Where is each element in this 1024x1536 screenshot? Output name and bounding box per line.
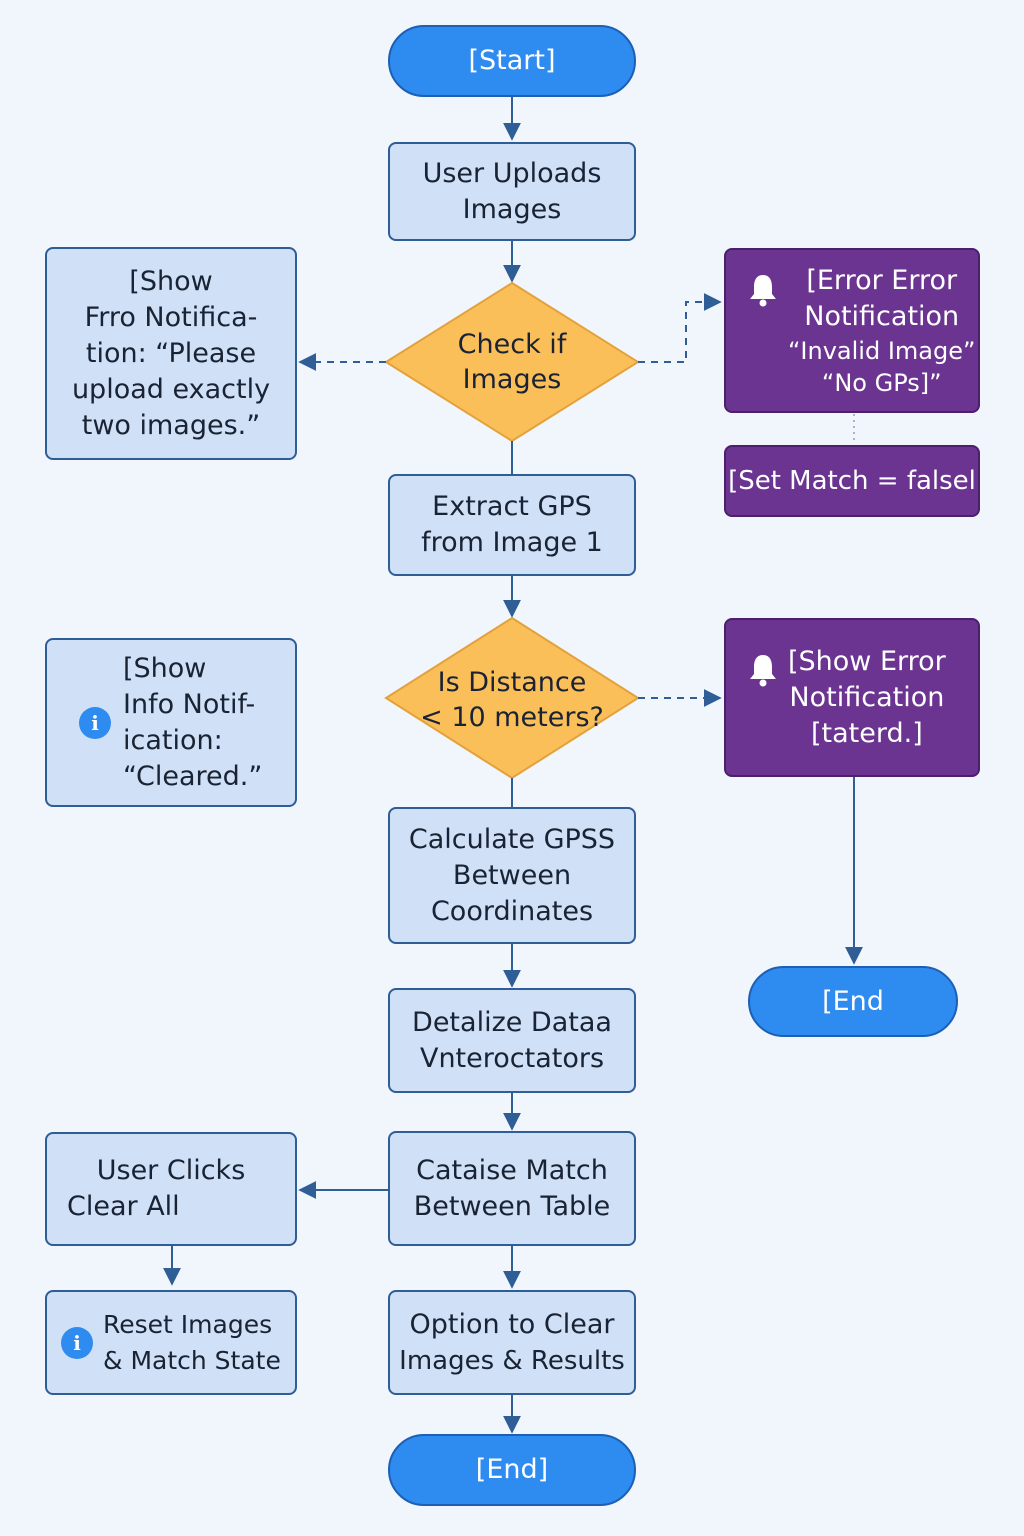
show-error-right-line-1: [Show Error <box>788 645 946 677</box>
end-right-label: [End <box>822 985 884 1017</box>
dashed-check-right <box>638 293 722 363</box>
end-right-terminal: [End <box>748 966 958 1037</box>
info-line-2: Info Notif- <box>123 688 256 720</box>
show-info-notification-box: i [Show Info Notif- ication: “Cleared.” <box>45 638 297 807</box>
distance-line-1: Is Distance <box>437 667 587 698</box>
cataise-line-2: Between Table <box>413 1190 611 1222</box>
upload-line-1: User Uploads <box>422 157 602 189</box>
extract-gps-box: Extract GPS from Image 1 <box>388 474 636 576</box>
calculate-line-1: Calculate GPSS <box>408 823 616 855</box>
bell-icon <box>750 655 776 687</box>
reset-line-1: Reset Images <box>103 1309 273 1339</box>
show-error-right-text: [Show Error Notification [taterd.] <box>788 644 946 752</box>
calculate-line-2: Between <box>452 859 572 891</box>
error-line-1: [Error Error <box>806 264 958 296</box>
bell-icon <box>750 275 776 307</box>
calculate-gpss-box: Calculate GPSS Between Coordinates <box>388 807 636 944</box>
option-line-1: Option to Clear <box>409 1308 615 1340</box>
info-line-4: “Cleared.” <box>123 760 263 792</box>
option-line-2: Images & Results <box>399 1345 625 1376</box>
info-line-3: ication: <box>123 724 223 756</box>
detalize-data-box: Detalize Dataa Vnteroctators <box>388 988 636 1093</box>
set-match-false-box: [Set Match = falsel <box>724 445 980 517</box>
show-error-line-1: [Show <box>129 265 213 297</box>
extract-line-1: Extract GPS <box>432 491 592 522</box>
user-clicks-line-2: Clear All <box>67 1191 180 1222</box>
calculate-line-3: Coordinates <box>430 895 594 927</box>
start-terminal: [Start] <box>388 25 636 97</box>
detalize-line-1: Detalize Dataa <box>412 1006 612 1038</box>
extract-line-2: from Image 1 <box>421 527 603 558</box>
distance-line-2: < 10 meters? <box>420 702 604 733</box>
cataise-line-1: Cataise Match <box>416 1154 608 1186</box>
show-error-right-line-3: [taterd.] <box>811 717 923 749</box>
error-notification-text: [Error Error Notification “Invalid Image… <box>788 263 975 399</box>
cataise-match-box: Cataise Match Between Table <box>388 1131 636 1246</box>
end-bottom-terminal: [End] <box>388 1434 636 1506</box>
start-label: [Start] <box>468 45 556 76</box>
show-error-right-line-2: Notification <box>789 681 945 713</box>
show-error-line-4: upload exactly <box>71 373 271 405</box>
error-line-3: “Invalid Image” <box>788 336 976 365</box>
show-error-notification-box: [Show Frro Notifica- tion: “Please uploa… <box>45 247 297 460</box>
show-error-line-3: tion: “Please <box>85 337 257 369</box>
error-line-4: “No GPs]” <box>821 368 942 397</box>
upload-line-2: Images <box>462 193 562 225</box>
detalize-line-2: Vnteroctators <box>419 1042 605 1074</box>
end-bottom-label: [End] <box>475 1454 549 1485</box>
set-match-label: [Set Match = falsel <box>728 466 976 496</box>
error-line-2: Notification <box>804 300 960 332</box>
user-clicks-clear-all-box: User Clicks Clear All <box>45 1132 297 1246</box>
show-error-notification-right-box: [Show Error Notification [taterd.] <box>724 618 980 777</box>
check-line-1: Check if <box>457 329 567 360</box>
check-images-decision: Check if Images <box>412 322 612 402</box>
show-error-line-5: two images.” <box>81 409 261 441</box>
error-notification-box: [Error Error Notification “Invalid Image… <box>724 248 980 413</box>
check-line-2: Images <box>462 364 562 395</box>
info-line-1: [Show <box>123 652 207 684</box>
info-icon: i <box>61 1326 93 1359</box>
reset-images-box: i Reset Images & Match State <box>45 1290 297 1395</box>
user-clicks-line-1: User Clicks <box>96 1155 246 1186</box>
user-uploads-images-box: User Uploads Images <box>388 142 636 241</box>
info-icon: i <box>79 706 111 739</box>
distance-decision: Is Distance < 10 meters? <box>412 660 612 740</box>
show-error-line-2: Frro Notifica- <box>84 301 258 333</box>
option-to-clear-box: Option to Clear Images & Results <box>388 1290 636 1395</box>
reset-line-2: & Match State <box>103 1345 281 1375</box>
